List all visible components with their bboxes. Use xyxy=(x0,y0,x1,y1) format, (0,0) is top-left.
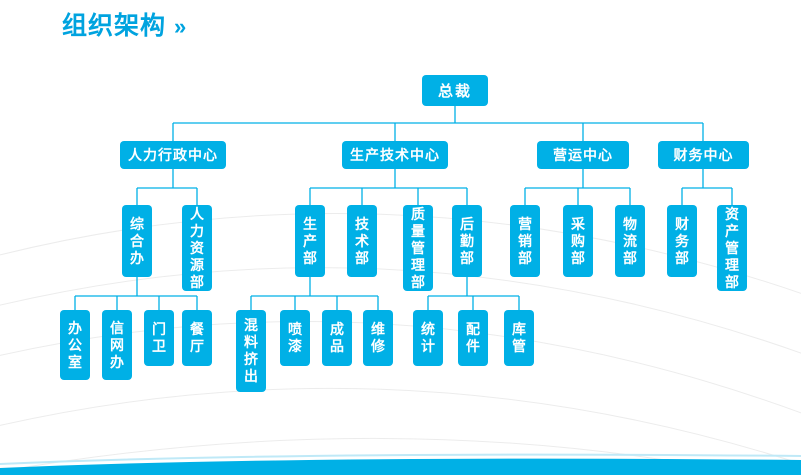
node-parts: 配件 xyxy=(458,310,488,366)
node-production-tech-center: 生产技术中心 xyxy=(342,141,448,169)
node-info-network-office: 信网办 xyxy=(102,310,132,380)
node-operations-center: 营运中心 xyxy=(537,141,629,169)
node-asset-mgmt-dept: 资产管理部 xyxy=(717,205,747,291)
node-gatekeeper: 门卫 xyxy=(144,310,174,366)
chevrons-icon: » xyxy=(174,14,188,39)
node-president: 总裁 xyxy=(422,75,488,106)
node-mixing-extrusion: 混料挤出 xyxy=(236,310,266,392)
node-maintenance: 维修 xyxy=(363,310,393,366)
node-hr-dept: 人力资源部 xyxy=(182,205,212,291)
node-finance-center: 财务中心 xyxy=(658,141,749,169)
node-canteen: 餐厅 xyxy=(182,310,212,366)
node-office: 办公室 xyxy=(60,310,90,380)
node-logistics-dept: 物流部 xyxy=(615,205,645,277)
node-painting: 喷漆 xyxy=(280,310,310,366)
node-warehouse: 库管 xyxy=(504,310,534,366)
node-statistics: 统计 xyxy=(413,310,443,366)
node-marketing-dept: 营销部 xyxy=(510,205,540,277)
node-finance-dept: 财务部 xyxy=(667,205,697,277)
node-purchasing-dept: 采购部 xyxy=(563,205,593,277)
node-finished-goods: 成品 xyxy=(322,310,352,366)
page-title: 组织架构 » xyxy=(62,6,187,42)
node-technology-dept: 技术部 xyxy=(347,205,377,277)
node-hr-admin-center: 人力行政中心 xyxy=(120,141,226,169)
node-production-dept: 生产部 xyxy=(295,205,325,277)
page-title-text: 组织架构 xyxy=(62,12,167,40)
node-general-office: 综合办 xyxy=(122,205,152,277)
node-logistics-support-dept: 后勤部 xyxy=(452,205,482,277)
node-quality-mgmt-dept: 质量管理部 xyxy=(403,205,433,291)
